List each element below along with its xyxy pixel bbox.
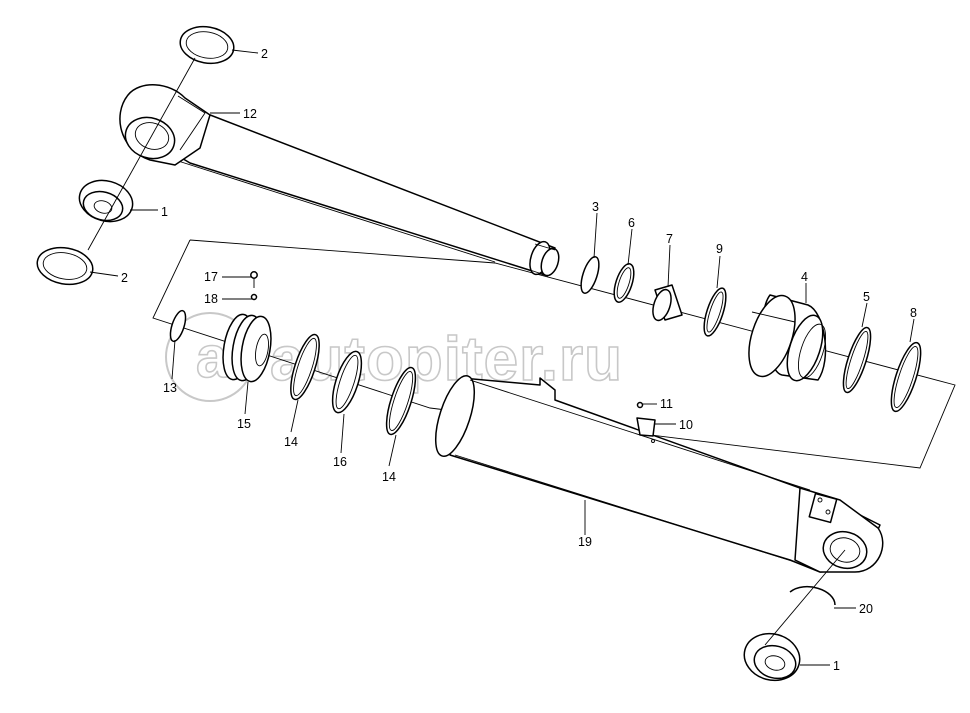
callout-2-top: 2: [261, 47, 268, 61]
watermark-text: autopiter.ru: [270, 325, 623, 394]
callout-1-top: 1: [161, 205, 168, 219]
ball-18: [250, 293, 258, 301]
callout-19: 19: [578, 535, 592, 549]
snap-ring-20: [789, 585, 836, 606]
rod-seal-ring-2-top: [179, 25, 235, 65]
plate-10: [636, 417, 656, 437]
callout-7: 7: [666, 232, 673, 246]
callout-2-bottom: 2: [121, 271, 128, 285]
rod-bushing-1: [78, 179, 134, 223]
callout-13: 13: [163, 381, 177, 395]
callout-15: 15: [237, 417, 251, 431]
callout-9: 9: [716, 242, 723, 256]
callout-11: 11: [660, 397, 673, 411]
ring-6: [613, 263, 635, 303]
ring-13: [169, 309, 187, 343]
piston-15: [222, 313, 272, 383]
screw-17: [250, 271, 258, 288]
callout-14-right: 14: [382, 470, 396, 484]
callout-12: 12: [243, 107, 257, 121]
rod-seal-ring-2-bottom: [36, 246, 94, 286]
callout-14-left: 14: [284, 435, 298, 449]
barrel-eye-axis-line: [764, 549, 846, 646]
piston-rod: [119, 84, 560, 277]
callout-5: 5: [863, 290, 870, 304]
callout-leaders: [89, 49, 915, 666]
ring-3: [580, 256, 600, 294]
piston-ring-14-left: [290, 333, 320, 401]
callout-1-bottom: 1: [833, 659, 840, 673]
eye-axis-line: [87, 57, 196, 251]
ring-9: [703, 287, 727, 337]
ring-8: [890, 341, 922, 413]
ring-5: [842, 326, 872, 394]
callout-10: 10: [679, 418, 693, 432]
watermark: a autopiter.ru: [165, 312, 623, 402]
ring-16: [331, 350, 363, 414]
callout-16: 16: [333, 455, 347, 469]
callout-labels: 2 12 1 2 3 6 7 9 4 5 8 17 18 13 15 14 16…: [121, 47, 917, 673]
spacer-7: [652, 284, 683, 322]
callout-17: 17: [204, 270, 218, 284]
piston-ring-14-right: [385, 366, 417, 436]
guide-head-4: [748, 294, 827, 382]
callout-6: 6: [628, 216, 635, 230]
callout-8: 8: [910, 306, 917, 320]
callout-20: 20: [859, 602, 873, 616]
callout-18: 18: [204, 292, 218, 306]
assembly-frame: [152, 239, 956, 469]
callout-3: 3: [592, 200, 599, 214]
cylinder-barrel-19: [434, 375, 884, 573]
barrel-bushing-1: [743, 632, 801, 682]
grease-nipple-11: [636, 401, 644, 409]
callout-4: 4: [801, 270, 808, 284]
